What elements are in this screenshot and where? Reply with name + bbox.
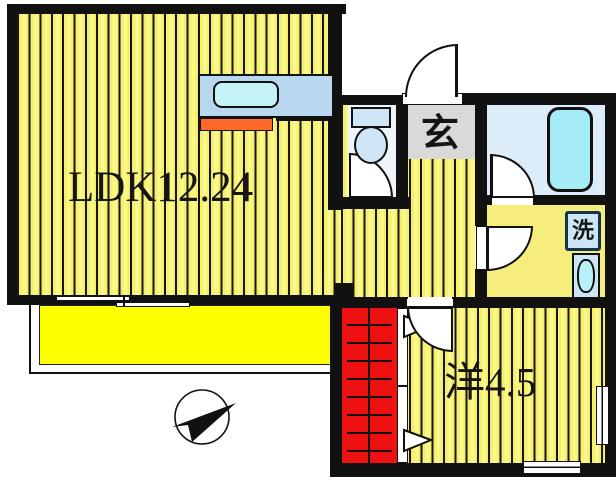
wall-ldk-right — [328, 4, 342, 210]
wall-top — [7, 4, 346, 14]
wash-basin-bowl — [577, 259, 595, 293]
stair-rail-divider — [398, 385, 407, 387]
stair-side-rail — [397, 308, 408, 463]
western-room-bottom-window — [523, 461, 581, 474]
stair-direction-arrow-bottom — [403, 428, 433, 453]
wall-bath-divider-right — [533, 195, 605, 205]
counter-edge-line — [276, 116, 334, 121]
wall-stairs-left — [330, 297, 342, 477]
western-room-label: 洋4.5 — [444, 359, 537, 405]
sliding-door-panel-right — [116, 302, 190, 307]
bathtub — [547, 107, 593, 192]
balcony — [29, 303, 347, 374]
entrance-floor — [405, 105, 475, 159]
staircase — [342, 308, 397, 463]
sliding-door-center-tick — [123, 295, 125, 307]
wash-basin — [572, 253, 600, 299]
balcony-sliding-door — [56, 295, 190, 308]
western-door-threshold — [407, 299, 453, 307]
stove-counter — [200, 118, 273, 131]
wall-toilet-bottom — [330, 197, 410, 209]
wall-left — [7, 4, 17, 305]
wall-entrance-right-upper — [475, 95, 487, 226]
wall-mid-bottom-left — [330, 297, 408, 308]
washing-machine-space: 洗 — [565, 211, 601, 251]
wall-toilet-right — [396, 95, 408, 207]
wall-right — [605, 93, 616, 477]
toilet-bowl — [354, 126, 388, 164]
wall-right-block-top — [463, 93, 616, 105]
wall-toilet-top — [342, 95, 406, 105]
toilet-tank — [351, 107, 391, 128]
balcony-deck — [39, 305, 343, 365]
entrance-door — [405, 44, 458, 97]
kitchen-sink — [213, 81, 279, 108]
compass-north-arrow — [172, 389, 236, 445]
sliding-door-panel-left — [56, 296, 130, 301]
wall-bath-divider-left — [485, 195, 492, 205]
wall-ldk-bottom — [7, 295, 346, 305]
ldk-floor — [17, 14, 342, 295]
entrance-label: 玄 — [420, 113, 459, 155]
wall-mid-bottom-right — [452, 297, 616, 308]
stair-center-line — [368, 308, 370, 463]
ldk-label: LDK12.24 — [68, 164, 254, 211]
washroom-door-leaf — [476, 226, 487, 270]
laundry-label: 洗 — [571, 218, 594, 243]
western-room-side-window — [596, 386, 609, 445]
